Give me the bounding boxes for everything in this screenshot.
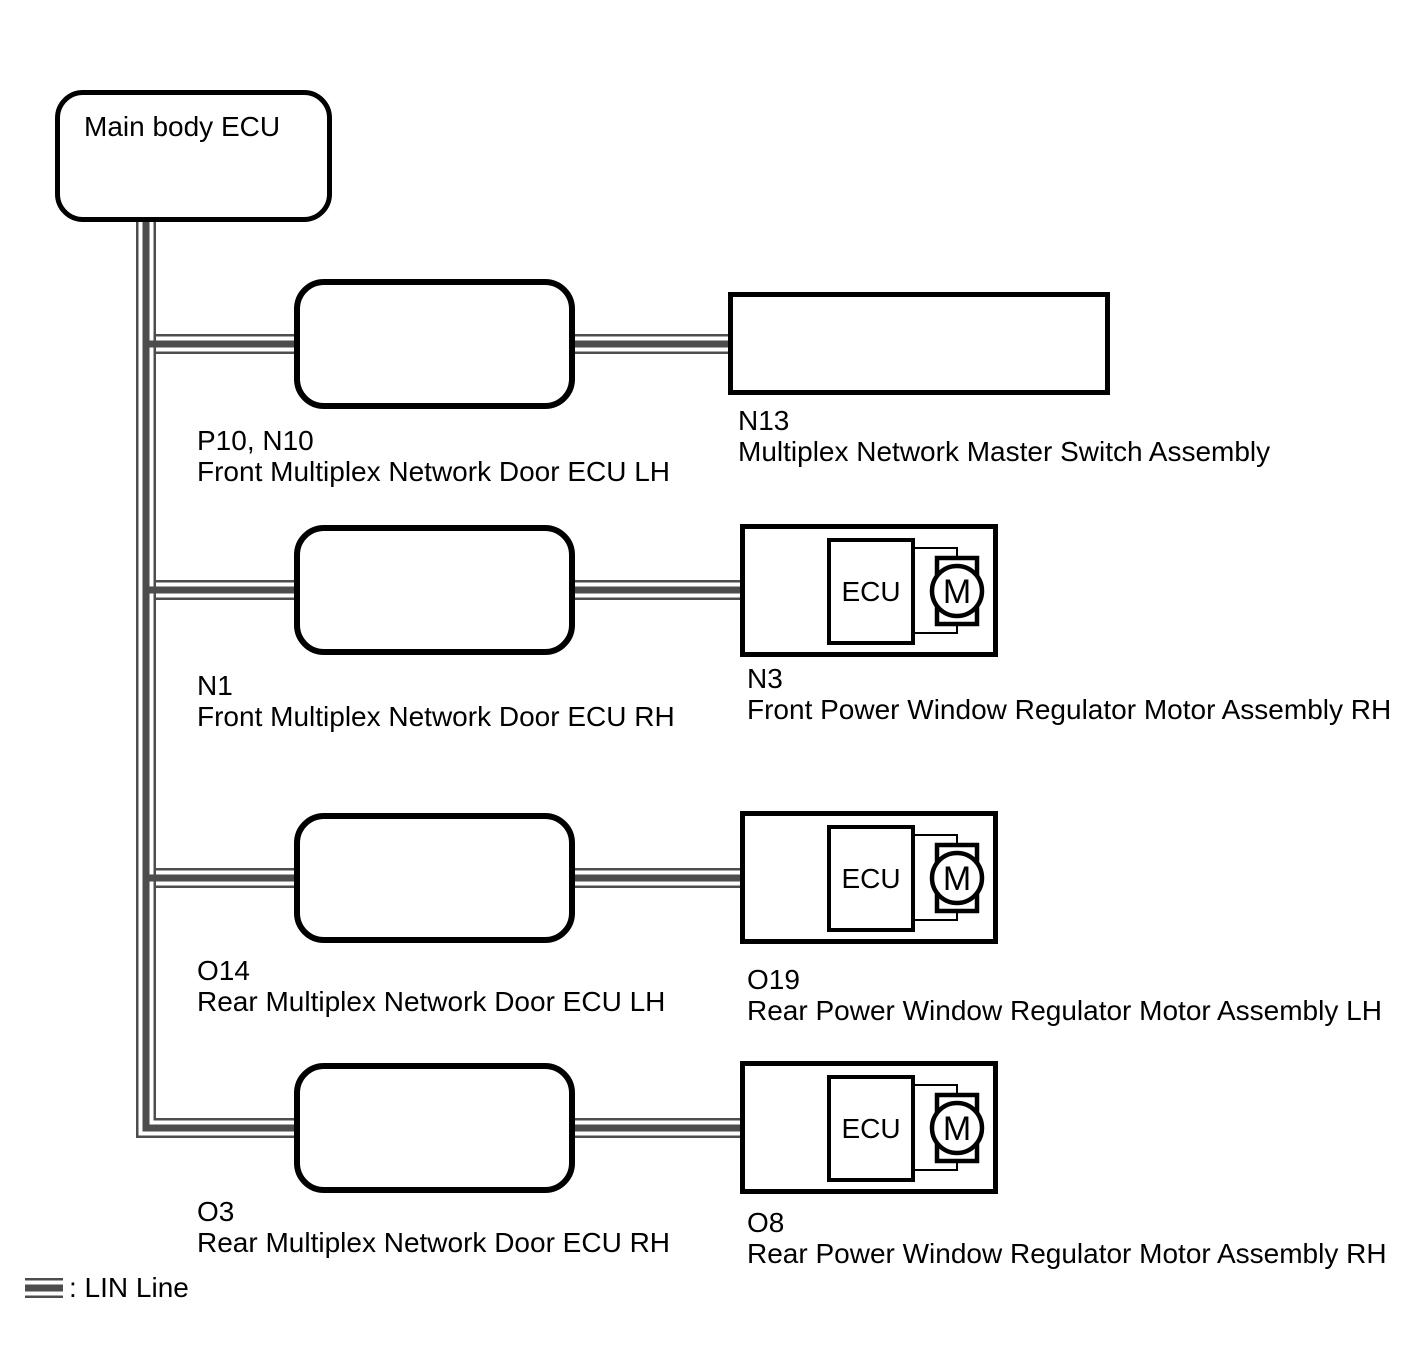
motor-m-label: M	[942, 860, 972, 898]
motor-circle	[929, 1100, 985, 1156]
device-label-motor-front-rh: N3 Front Power Window Regulator Motor As…	[747, 663, 1391, 725]
motor-m-label: M	[942, 573, 972, 611]
motor-assembly-art	[908, 834, 985, 921]
motor-assembly-box-rear-lh: ECU M	[740, 811, 998, 944]
component-name: Rear Multiplex Network Door ECU LH	[197, 986, 666, 1017]
legend-label: : LIN Line	[69, 1272, 189, 1303]
component-name: Rear Multiplex Network Door ECU RH	[197, 1227, 671, 1258]
door-ecu-label-front-lh: P10, N10 Front Multiplex Network Door EC…	[197, 425, 670, 487]
motor-circle	[929, 563, 985, 619]
motor-assembly-art	[908, 547, 985, 634]
door-ecu-label-rear-rh: O3 Rear Multiplex Network Door ECU RH	[197, 1196, 670, 1258]
motor-m-label: M	[942, 1110, 972, 1148]
component-name: Front Multiplex Network Door ECU RH	[197, 701, 675, 732]
component-name: Rear Power Window Regulator Motor Assemb…	[747, 1238, 1387, 1269]
lin-bus-thick-line	[142, 215, 300, 1132]
component-code: P10, N10	[197, 425, 314, 456]
component-name: Rear Power Window Regulator Motor Assemb…	[747, 995, 1382, 1026]
component-code: O8	[747, 1207, 785, 1238]
motor-circle	[929, 850, 985, 906]
door-ecu-box-rear-rh	[294, 1063, 575, 1193]
lin-bus-inner-thin-line	[153, 215, 300, 1121]
component-code: N3	[747, 663, 783, 694]
main-body-ecu-box: Main body ECU	[55, 90, 332, 222]
component-name: Front Multiplex Network Door ECU LH	[197, 456, 671, 487]
device-label-motor-rear-rh: O8 Rear Power Window Regulator Motor Ass…	[747, 1207, 1387, 1269]
component-code: O19	[747, 964, 800, 995]
component-code: N13	[738, 405, 790, 436]
main-body-ecu-label: Main body ECU	[84, 111, 281, 142]
door-ecu-label-rear-lh: O14 Rear Multiplex Network Door ECU LH	[197, 955, 665, 1017]
embedded-ecu-box: ECU	[827, 538, 915, 645]
device-label-motor-rear-lh: O19 Rear Power Window Regulator Motor As…	[747, 964, 1382, 1026]
component-name: Front Power Window Regulator Motor Assem…	[747, 694, 1392, 725]
component-code: O14	[197, 955, 250, 986]
door-ecu-box-front-rh	[294, 525, 575, 655]
component-name: Multiplex Network Master Switch Assembly	[738, 436, 1271, 467]
door-ecu-label-front-rh: N1 Front Multiplex Network Door ECU RH	[197, 670, 675, 732]
legend: : LIN Line	[25, 1272, 189, 1304]
embedded-ecu-box: ECU	[827, 1075, 915, 1182]
component-code: O3	[197, 1196, 235, 1227]
embedded-ecu-label: ECU	[841, 1112, 901, 1144]
component-code: N1	[197, 670, 233, 701]
lin-line-legend-icon	[25, 1278, 63, 1298]
door-ecu-box-rear-lh	[294, 813, 575, 943]
motor-assembly-box-rear-rh: ECU M	[740, 1061, 998, 1194]
motor-assembly-art	[908, 1084, 985, 1171]
master-switch-assembly-box	[728, 292, 1110, 395]
embedded-ecu-label: ECU	[841, 862, 901, 894]
lin-bus-outer-thin-line	[136, 215, 300, 1138]
embedded-ecu-box: ECU	[827, 825, 915, 932]
door-ecu-box-front-lh	[294, 279, 575, 409]
motor-assembly-box-front-rh: ECU M	[740, 524, 998, 657]
device-label-master-switch: N13 Multiplex Network Master Switch Asse…	[738, 405, 1270, 467]
embedded-ecu-label: ECU	[841, 575, 901, 607]
